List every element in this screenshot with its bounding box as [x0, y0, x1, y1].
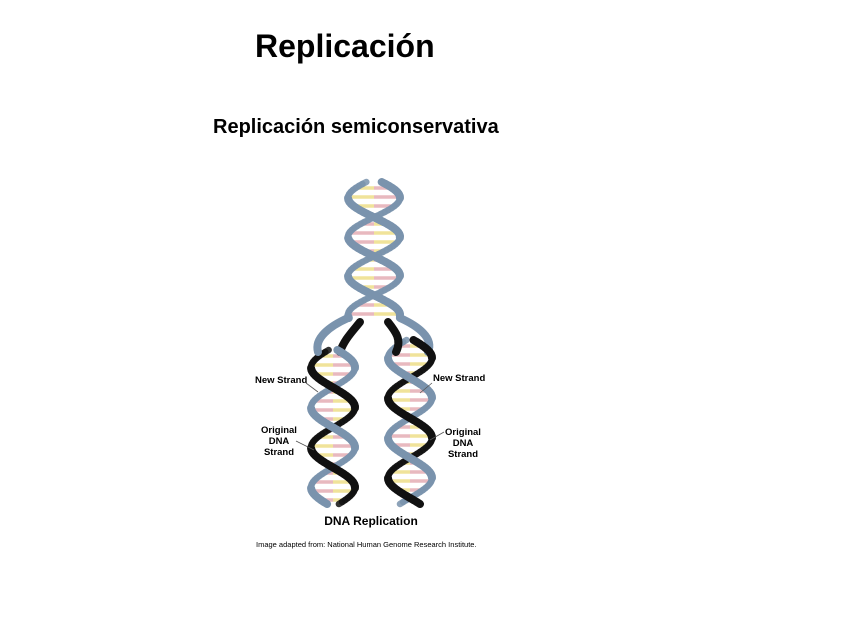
leader-orig-left	[295, 440, 315, 451]
backbone-group	[307, 178, 436, 508]
figure-caption: DNA Replication	[324, 514, 418, 528]
slide-subtitle: Replicación semiconservativa	[213, 116, 499, 138]
leader-new-left	[305, 382, 319, 393]
left-original-strand	[319, 498, 332, 508]
fork-arm	[336, 318, 364, 356]
label-new-strand-right: New Strand	[433, 373, 485, 384]
leader-lines	[295, 382, 445, 451]
label-original-right-1: Original	[445, 427, 481, 438]
left-new-strand	[335, 498, 346, 508]
label-original-right-3: Strand	[448, 449, 478, 460]
label-original-left-2: DNA	[269, 436, 290, 447]
label-original-left-3: Strand	[264, 447, 294, 458]
label-new-strand-left: New Strand	[255, 375, 307, 386]
figure-credit: Image adapted from: National Human Genom…	[256, 540, 477, 549]
right-new-strand	[412, 498, 425, 508]
label-original-right-2: DNA	[453, 438, 474, 449]
leader-orig-right	[429, 431, 445, 441]
label-original-left-1: Original	[261, 425, 297, 436]
fork-arm	[384, 318, 403, 356]
slide-title: Replicación	[255, 28, 435, 64]
leader-new-right	[419, 382, 433, 394]
right-original-strand	[396, 498, 407, 508]
fork-arm	[313, 314, 352, 356]
